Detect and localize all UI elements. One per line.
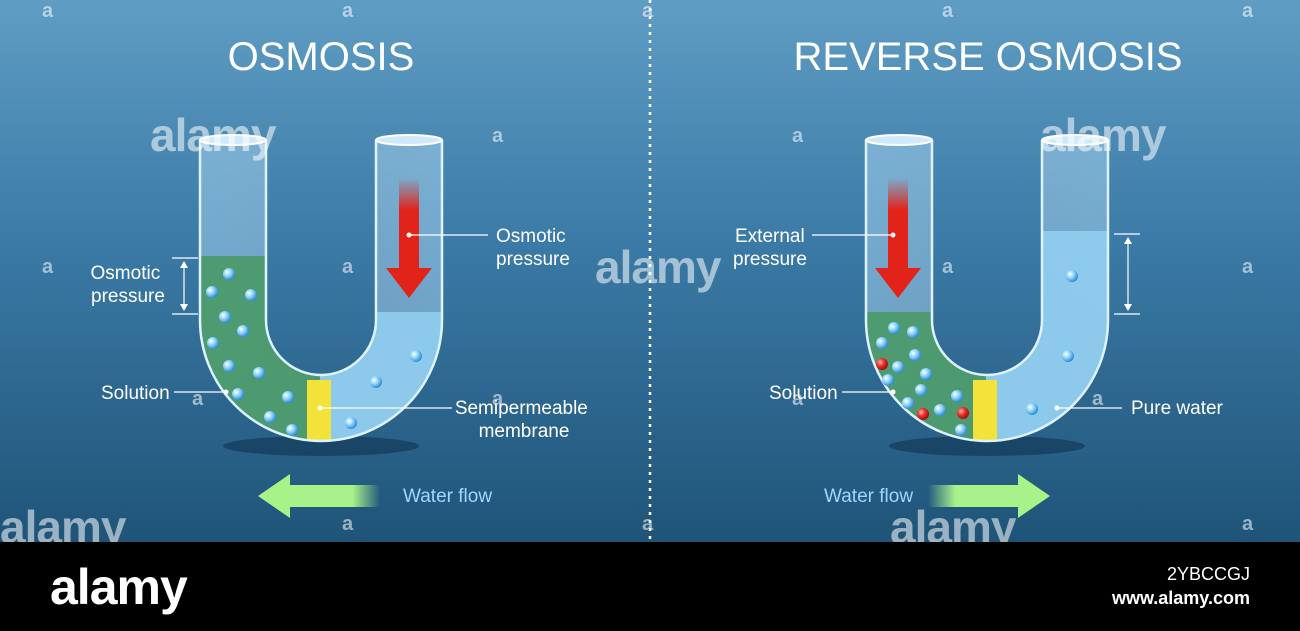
semipermeable-membrane [307, 380, 331, 441]
leader-dot [890, 232, 896, 238]
footer-logo: alamy [50, 559, 188, 615]
membrane-label: Semipermeable membrane [455, 398, 593, 442]
footer-bar: alamy 2YBCCGJ www.alamy.com [0, 542, 1300, 631]
tube-rim [865, 134, 933, 146]
water-flow-arrow-left [258, 474, 380, 518]
footer-url: www.alamy.com [1111, 588, 1250, 608]
osmotic-pressure-arrow [386, 178, 432, 298]
leader-dot [406, 232, 412, 238]
solution-label-right: Solution [769, 383, 838, 404]
external-pressure-label-line1: External [735, 226, 805, 247]
osmotic-pressure-side-line1: Osmotic [91, 263, 161, 284]
tube-rim [375, 134, 443, 146]
leader-dot [317, 405, 323, 411]
pressure-height-marker [172, 257, 198, 315]
osmotic-pressure-label: Osmotic pressure [496, 226, 571, 270]
external-pressure-label: External pressure [733, 226, 810, 270]
leader-dot [223, 389, 229, 395]
tube-outline [864, 140, 1110, 443]
tube-outline [198, 140, 444, 443]
reverse-osmosis-title: REVERSE OSMOSIS [794, 35, 1183, 79]
tube-shadow [223, 436, 419, 456]
leader-dot [1054, 405, 1060, 411]
pure-water-label: Pure water [1131, 398, 1224, 419]
external-pressure-arrow [875, 178, 921, 298]
pressure-height-marker [1114, 233, 1140, 315]
solute-molecules [876, 358, 969, 420]
solution-label-left: Solution [101, 383, 170, 404]
osmotic-pressure-label-line1: Osmotic [496, 226, 566, 247]
water-flow-label-right: Water flow [824, 486, 913, 507]
external-pressure-label-line2: pressure [733, 249, 807, 270]
water-flow-arrow-right [928, 474, 1050, 518]
tube-rim [199, 134, 267, 146]
osmotic-pressure-side-line2: pressure [91, 286, 165, 307]
water-molecules [876, 270, 1078, 436]
water-flow-label-left: Water flow [403, 486, 492, 507]
membrane-label-line1: Semipermeable [455, 398, 588, 419]
leader-dot [890, 389, 896, 395]
tube-rim [1041, 134, 1109, 146]
membrane-label-line2: membrane [479, 421, 570, 442]
semipermeable-membrane [973, 380, 997, 441]
osmotic-pressure-label-line2: pressure [496, 249, 570, 270]
image-id: 2YBCCGJ [1166, 564, 1250, 584]
tube-shadow [889, 436, 1085, 456]
osmotic-pressure-side-label: Osmotic pressure [91, 263, 166, 307]
osmosis-title: OSMOSIS [228, 35, 415, 79]
osmosis-diagram: OSMOSIS REVERSE OSMOSIS [0, 0, 1300, 542]
water-molecules [206, 268, 422, 436]
